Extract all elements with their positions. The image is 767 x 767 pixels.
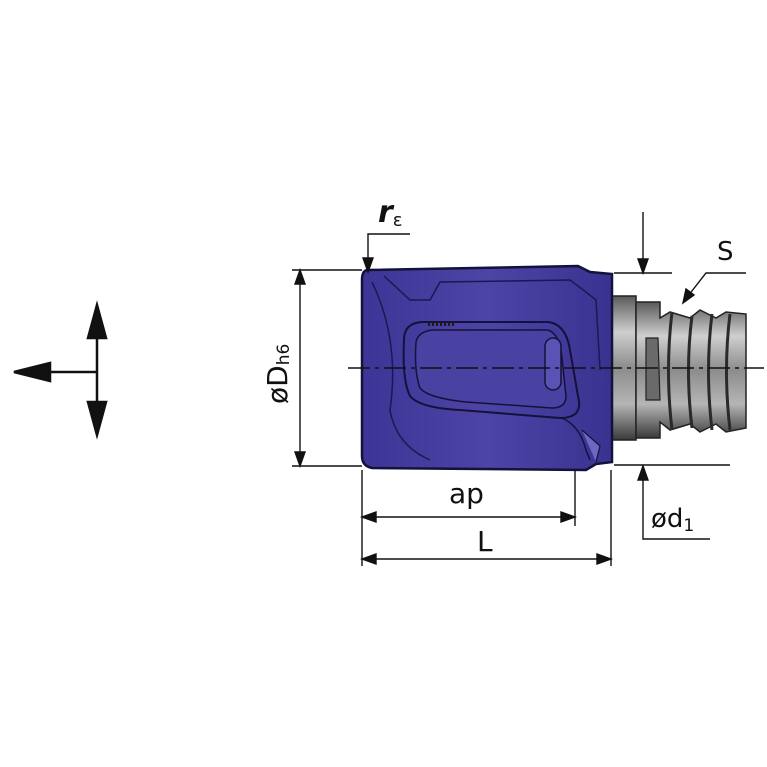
diameter-dimension	[294, 267, 306, 469]
length-dimension	[359, 553, 614, 565]
cut-depth-dimension	[359, 511, 578, 523]
shank-diameter-leader	[637, 463, 710, 540]
corner-radius-label: rε	[378, 195, 403, 231]
corner-radius-leader	[362, 233, 410, 275]
thread-label: S	[717, 237, 734, 267]
diameter-label: øDh6	[261, 344, 294, 404]
cut-depth-label: ap	[449, 477, 484, 510]
shank-diameter-label: ød1	[651, 504, 694, 536]
thread-grooves	[667, 311, 732, 431]
feed-direction-arrows-icon	[13, 300, 108, 440]
shank-top-arrow	[637, 212, 649, 276]
length-label: L	[477, 525, 493, 558]
thread-leader	[681, 272, 746, 305]
